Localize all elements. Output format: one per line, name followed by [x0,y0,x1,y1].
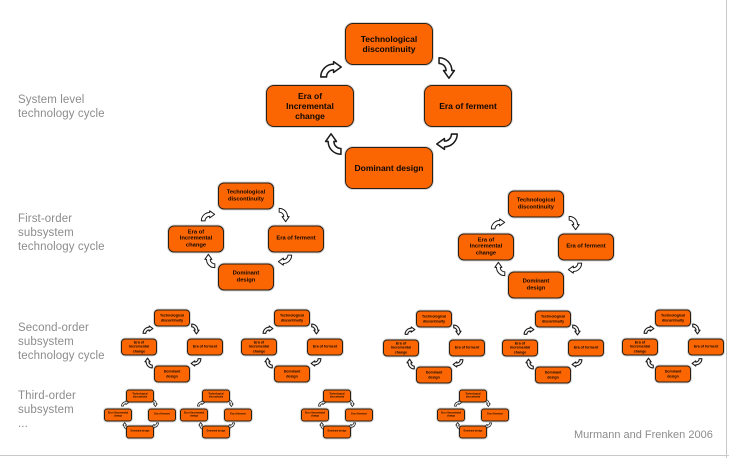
curved-arrow-icon [262,325,274,334]
curved-arrow-icon [572,324,581,336]
box-era-of-ferment: Era of ferment [568,339,604,357]
curved-arrow-icon [277,254,293,266]
box-era-of-ferment: Era of ferment [148,408,176,422]
box-era-of-incremental-change: Era of Incremental change [121,338,157,356]
curved-arrow-icon [490,218,506,230]
row-label-second-order: Second-order subsystem technology cycle [18,321,105,363]
box-dominant-design: Dominant design [508,271,564,299]
box-era-of-ferment: Era of ferment [345,408,373,422]
row-label-third-order: Third-order subsystem ... [18,389,76,431]
box-technological-discontinuity: Technological discontinuity [508,190,564,218]
curved-arrow-icon [643,325,655,334]
box-technological-discontinuity: Technological discontinuity [323,389,351,403]
box-era-of-ferment: Era of ferment [307,338,343,356]
curved-arrow-icon [691,358,703,367]
box-era-of-ferment: Era of ferment [481,408,509,422]
curved-arrow-icon [142,325,154,334]
curved-arrow-icon [144,357,153,369]
row-label-line: technology cycle [18,350,105,362]
box-technological-discontinuity: Technological discontinuity [202,389,230,403]
box-era-of-incremental-change: Era of Incremental change [266,85,354,127]
row-label-line: Third-order [18,390,76,402]
box-technological-discontinuity: Technological discontinuity [459,389,487,403]
box-dominant-design: Dominant design [218,263,274,291]
credit-text: Murmann and Frenken 2006 [574,429,713,441]
curved-arrow-icon [311,323,320,335]
curved-arrow-icon [523,326,535,335]
curved-arrow-icon [310,358,322,367]
curved-arrow-icon [568,215,580,231]
box-era-of-incremental-change: Era of Incremental change [622,338,658,356]
curved-arrow-icon [438,57,456,79]
box-era-of-incremental-change: Era of Incremental change [383,339,419,357]
box-era-of-incremental-change: Era of Incremental change [104,408,132,422]
curved-arrow-icon [191,323,200,335]
box-era-of-incremental-change: Era of Incremental change [241,338,277,356]
curved-arrow-icon [190,358,202,367]
box-technological-discontinuity: Technological discontinuity [154,309,190,327]
curved-arrow-icon [452,359,464,368]
row-label-line: technology cycle [18,108,105,120]
row-label-line: subsystem [18,227,74,239]
box-era-of-incremental-change: Era of Incremental change [502,339,538,357]
box-era-of-ferment: Era of ferment [424,85,512,127]
curved-arrow-icon [525,358,534,370]
row-label-line: System level [18,94,85,106]
box-era-of-ferment: Era of ferment [268,225,324,253]
curved-arrow-icon [264,357,273,369]
box-technological-discontinuity: Technological discontinuity [218,182,274,210]
curved-arrow-icon [494,261,506,277]
box-dominant-design: Dominant design [416,366,452,384]
box-era-of-incremental-change: Era of Incremental change [168,225,224,253]
row-label-line: Second-order [18,322,89,334]
box-era-of-ferment: Era of ferment [224,408,252,422]
row-label-line: subsystem [18,336,74,348]
box-dominant-design: Dominant design [274,365,310,383]
box-dominant-design: Dominant design [323,425,351,439]
box-era-of-incremental-change: Era of Incremental change [180,408,208,422]
curved-arrow-icon [453,324,462,336]
row-label-line: subsystem [18,404,74,416]
box-era-of-ferment: Era of ferment [187,338,223,356]
box-technological-discontinuity: Technological discontinuity [655,309,691,327]
curved-arrow-icon [278,207,290,223]
box-technological-discontinuity: Technological discontinuity [345,23,433,65]
curved-arrow-icon [567,262,583,274]
row-label-line: First-order [18,213,73,225]
row-label-line: technology cycle [18,241,105,253]
box-dominant-design: Dominant design [202,425,230,439]
curved-arrow-icon [645,357,654,369]
box-era-of-ferment: Era of ferment [558,233,614,261]
curved-arrow-icon [406,358,415,370]
box-dominant-design: Dominant design [535,366,571,384]
slide-border-bottom [0,455,729,456]
box-dominant-design: Dominant design [655,365,691,383]
box-era-of-incremental-change: Era of Incremental change [437,408,465,422]
curved-arrow-icon [200,210,216,222]
box-technological-discontinuity: Technological discontinuity [126,389,154,403]
box-technological-discontinuity: Technological discontinuity [535,310,571,328]
box-era-of-incremental-change: Era of Incremental change [458,233,514,261]
curved-arrow-icon [692,323,701,335]
curved-arrow-icon [320,60,342,78]
curved-arrow-icon [324,133,342,155]
curved-arrow-icon [204,253,216,269]
box-dominant-design: Dominant design [345,147,433,189]
box-dominant-design: Dominant design [126,425,154,439]
box-technological-discontinuity: Technological discontinuity [416,310,452,328]
curved-arrow-icon [571,359,583,368]
row-label-line: ... [18,418,28,430]
box-era-of-incremental-change: Era of Incremental change [301,408,329,422]
box-era-of-ferment: Era of ferment [449,339,485,357]
box-dominant-design: Dominant design [154,365,190,383]
slide-border-right [726,0,727,458]
row-label-first-order: First-order subsystem technology cycle [18,212,105,254]
box-dominant-design: Dominant design [459,425,487,439]
curved-arrow-icon [436,133,458,151]
row-label-system-level: System level technology cycle [18,93,105,121]
box-technological-discontinuity: Technological discontinuity [274,309,310,327]
curved-arrow-icon [404,326,416,335]
box-era-of-ferment: Era of ferment [688,338,724,356]
